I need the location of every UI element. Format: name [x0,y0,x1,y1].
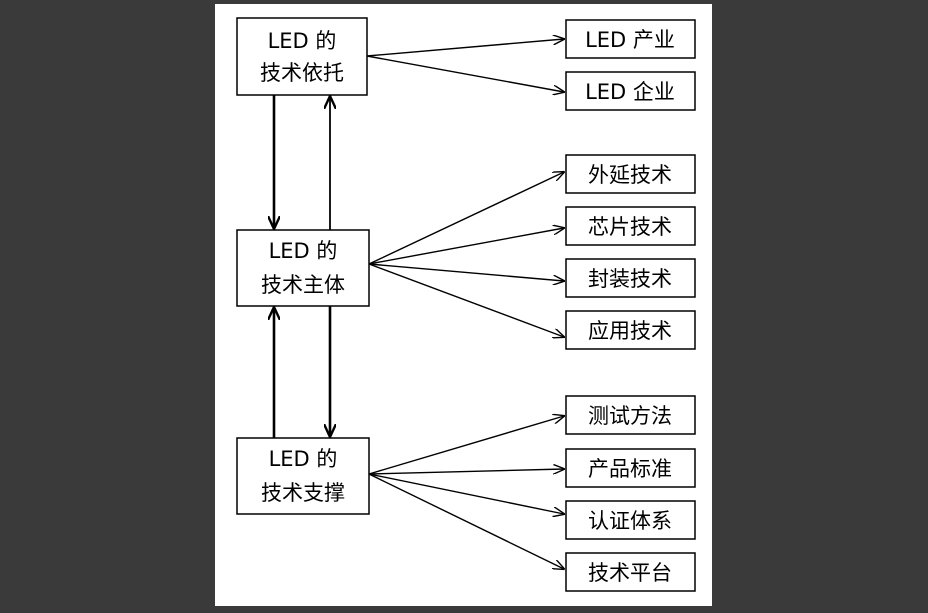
node-certification: 认证体系 [565,500,696,540]
node-test-methods: 测试方法 [565,395,696,435]
arrow-core-to-chip [368,228,564,265]
node-application-label: 应用技术 [588,319,672,343]
arrow-core-to-application [368,263,564,337]
node-led-industry: LED 产业 [565,19,696,59]
arrow-support-to-test-methods [368,416,564,475]
arrow-basis-to-enterprise [366,55,564,92]
node-test-methods-label: 测试方法 [588,404,672,428]
arrow-support-to-certification [368,473,564,514]
node-technology-core-line2: 技术主体 [261,273,345,297]
node-technology-support: LED 的 技术支撑 [236,437,370,515]
node-technology-core: LED 的 技术主体 [236,229,370,307]
node-technology-basis-line2: 技术依托 [260,61,344,85]
node-chip: 芯片技术 [565,206,696,246]
arrow-support-to-tech-platform [368,473,564,569]
node-certification-label: 认证体系 [588,509,672,533]
node-technology-core-line1: LED 的 [269,239,338,263]
node-product-standards-label: 产品标准 [588,457,672,481]
arrow-core-to-epitaxy [368,172,564,265]
node-epitaxy: 外延技术 [565,154,696,194]
arrow-support-to-product-standards [368,469,564,475]
node-led-enterprise-label: LED 企业 [585,80,675,104]
node-packaging-label: 封装技术 [588,267,672,291]
node-chip-label: 芯片技术 [588,215,672,239]
node-technology-support-line1: LED 的 [269,447,338,471]
node-led-enterprise: LED 企业 [565,71,696,111]
node-packaging: 封装技术 [565,258,696,298]
node-led-industry-label: LED 产业 [585,28,675,52]
node-product-standards: 产品标准 [565,448,696,488]
node-technology-support-line2: 技术支撑 [261,481,345,505]
arrow-basis-to-industry [366,39,564,57]
node-tech-platform-label: 技术平台 [588,561,672,585]
node-application: 应用技术 [565,310,696,350]
node-technology-basis: LED 的 技术依托 [236,17,368,96]
arrow-core-to-packaging [368,263,564,281]
node-tech-platform: 技术平台 [565,552,696,592]
node-technology-basis-line1: LED 的 [268,29,337,53]
node-epitaxy-label: 外延技术 [588,163,672,187]
